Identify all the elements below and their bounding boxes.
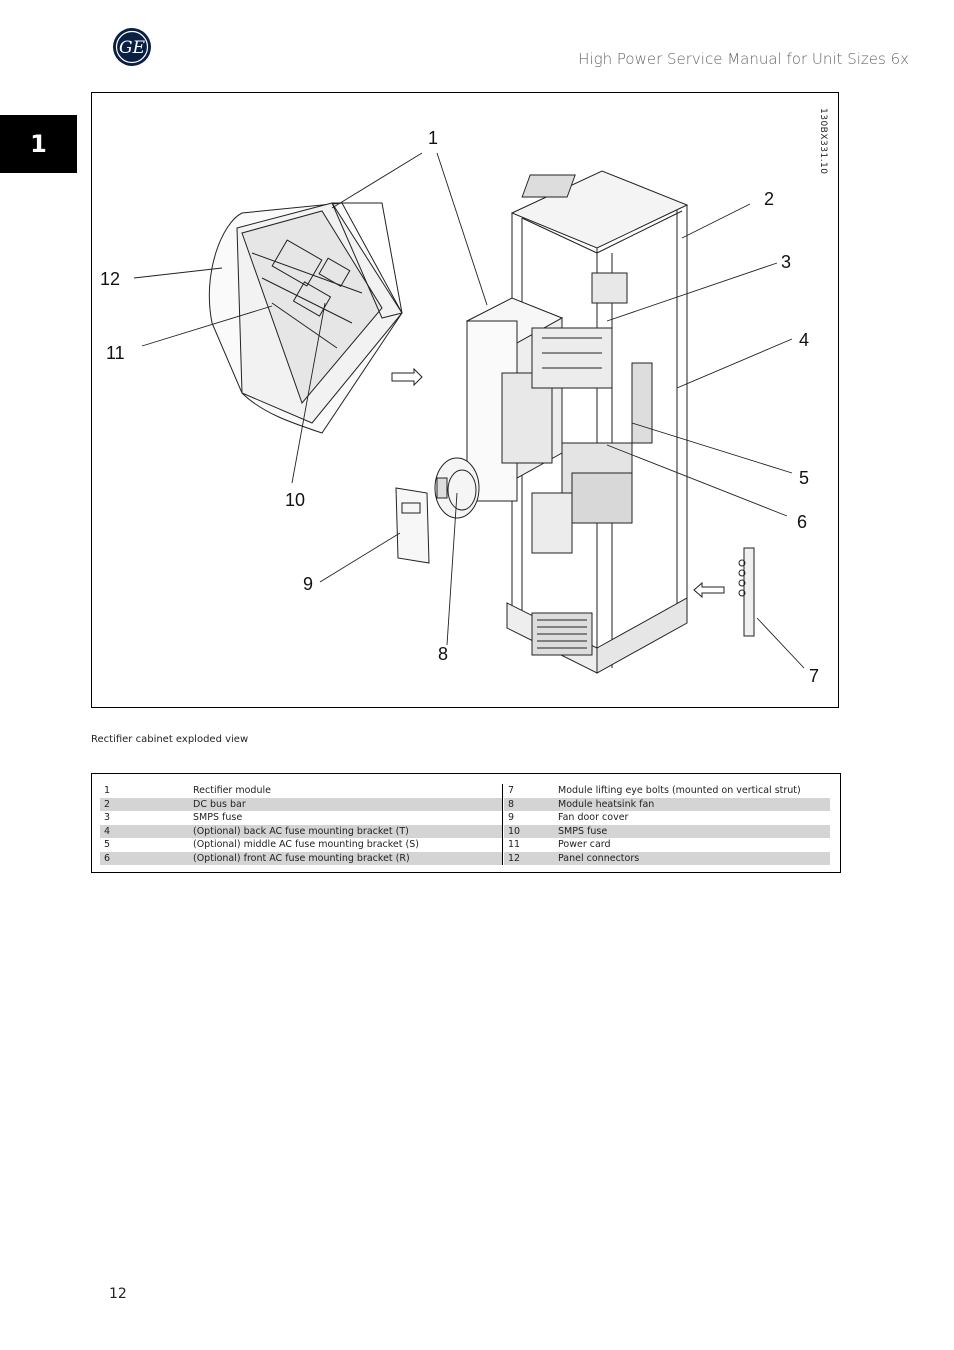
legend-row: 10 SMPS fuse bbox=[504, 824, 830, 838]
cabinet-drawing bbox=[133, 152, 805, 674]
ge-logo: GE bbox=[112, 27, 152, 67]
callout-5: 5 bbox=[799, 468, 810, 488]
callout-9: 9 bbox=[303, 574, 314, 594]
legend-left-column: 1 Rectifier module 2 DC bus bar 3 SMPS f… bbox=[100, 784, 502, 865]
column-divider bbox=[502, 784, 503, 865]
legend-row: 3 SMPS fuse bbox=[104, 812, 243, 823]
chapter-tab: 1 bbox=[0, 115, 77, 173]
exploded-view-figure: 130BX331.10 1 2 3 4 5 6 7 8 9 10 11 12 bbox=[91, 92, 839, 708]
callout-12: 12 bbox=[100, 269, 121, 289]
legend-row: 12 Panel connectors bbox=[504, 851, 830, 865]
legend-row: 4 (Optional) back AC fuse mounting brack… bbox=[100, 824, 502, 838]
legend-row: 11 Power card bbox=[508, 839, 611, 850]
legend-row: 9 Fan door cover bbox=[508, 812, 629, 823]
legend-row: 8 Module heatsink fan bbox=[504, 797, 830, 811]
legend-row: 1 Rectifier module bbox=[104, 785, 271, 796]
callout-2: 2 bbox=[764, 189, 775, 209]
legend-right-column: 7 Module lifting eye bolts (mounted on v… bbox=[504, 784, 830, 865]
figure-caption: Rectifier cabinet exploded view bbox=[91, 734, 249, 745]
legend-table: 1 Rectifier module 2 DC bus bar 3 SMPS f… bbox=[91, 773, 841, 873]
callout-10: 10 bbox=[285, 490, 306, 510]
callout-4: 4 bbox=[799, 330, 810, 350]
callout-6: 6 bbox=[797, 512, 808, 532]
header-title: High Power Service Manual for Unit Sizes… bbox=[578, 50, 909, 68]
legend-row: 7 Module lifting eye bolts (mounted on v… bbox=[508, 785, 801, 796]
callout-1: 1 bbox=[428, 128, 439, 148]
legend-row: 6 (Optional) front AC fuse mounting brac… bbox=[100, 851, 502, 865]
callout-11: 11 bbox=[106, 343, 125, 363]
page-number: 12 bbox=[109, 1286, 127, 1302]
callout-7: 7 bbox=[809, 666, 820, 686]
figure-code: 130BX331.10 bbox=[818, 108, 828, 175]
legend-row: 2 DC bus bar bbox=[100, 797, 502, 811]
svg-text:GE: GE bbox=[119, 38, 146, 58]
callout-3: 3 bbox=[781, 252, 792, 272]
legend-row: 5 (Optional) middle AC fuse mounting bra… bbox=[104, 839, 419, 850]
callout-8: 8 bbox=[438, 644, 449, 664]
